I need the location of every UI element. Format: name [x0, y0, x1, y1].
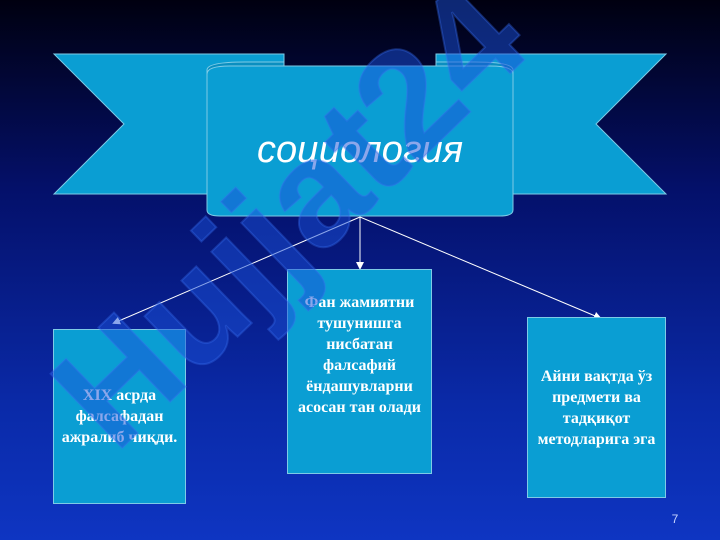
slide-number: 7 [671, 512, 679, 526]
arrow-to-right-box [359, 216, 602, 320]
box-center-text: Фан жамиятни тушунишга нисбатан фалсафий… [298, 294, 421, 416]
box-left: XIX асрда фалсафадан ажралиб чиқди. [53, 329, 186, 504]
arrow-to-left-box [112, 216, 361, 325]
box-right-text: Айни вақтда ўз предмети ва тадқиқот мето… [537, 367, 656, 448]
box-right: Айни вақтда ўз предмети ва тадқиқот мето… [527, 317, 666, 498]
box-center: Фан жамиятни тушунишга нисбатан фалсафий… [287, 269, 432, 474]
box-left-text: XIX асрда фалсафадан ажралиб чиқди. [61, 387, 178, 446]
banner-title: социология [256, 128, 464, 171]
banner-center-panel [206, 65, 514, 217]
